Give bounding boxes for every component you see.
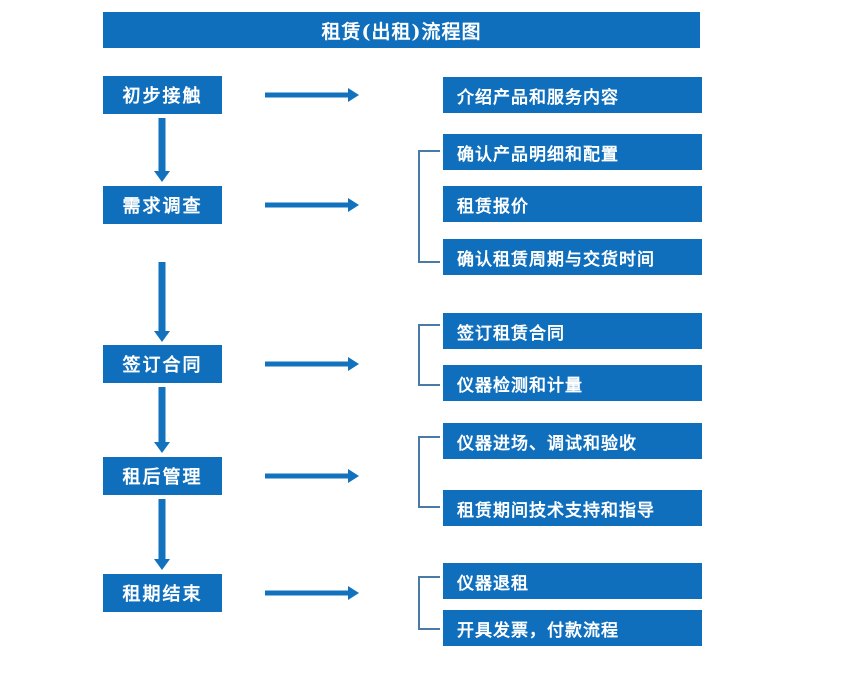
detail-box-instrument-entry-commissioning[interactable]: 仪器进场、调试和验收 [443, 423, 702, 459]
group-bracket-icon [418, 324, 440, 386]
stage-box-post-rental-management[interactable]: 租后管理 [103, 457, 222, 495]
detail-box-sign-rental-contract[interactable]: 签订租赁合同 [443, 313, 702, 349]
arrow-down-icon [154, 118, 170, 182]
stage-box-sign-contract[interactable]: 签订合同 [103, 345, 222, 383]
detail-box-introduce-products[interactable]: 介绍产品和服务内容 [443, 77, 702, 113]
detail-box-invoice-payment[interactable]: 开具发票，付款流程 [443, 610, 702, 646]
arrow-right-icon [265, 88, 359, 102]
stage-box-initial-contact[interactable]: 初步接触 [103, 76, 222, 114]
arrow-right-icon [265, 469, 359, 483]
arrow-right-icon [265, 357, 359, 371]
detail-box-rental-quotation[interactable]: 租赁报价 [443, 186, 702, 222]
page-title: 租赁(出租)流程图 [103, 12, 700, 48]
group-bracket-icon [418, 150, 440, 263]
detail-box-instrument-inspection[interactable]: 仪器检测和计量 [443, 365, 702, 401]
arrow-down-icon [154, 387, 170, 453]
arrow-down-icon [154, 499, 170, 570]
group-bracket-icon [418, 576, 440, 630]
detail-box-confirm-period-delivery[interactable]: 确认租赁周期与交货时间 [443, 239, 702, 275]
detail-box-instrument-return[interactable]: 仪器退租 [443, 563, 702, 599]
detail-box-technical-support[interactable]: 租赁期间技术支持和指导 [443, 490, 702, 526]
stage-box-lease-end[interactable]: 租期结束 [103, 574, 222, 612]
arrow-down-icon [154, 262, 170, 342]
group-bracket-icon [418, 436, 440, 508]
stage-box-needs-survey[interactable]: 需求调查 [103, 186, 222, 224]
arrow-right-icon [265, 586, 359, 600]
arrow-right-icon [265, 198, 359, 212]
detail-box-confirm-product-details[interactable]: 确认产品明细和配置 [443, 134, 702, 170]
